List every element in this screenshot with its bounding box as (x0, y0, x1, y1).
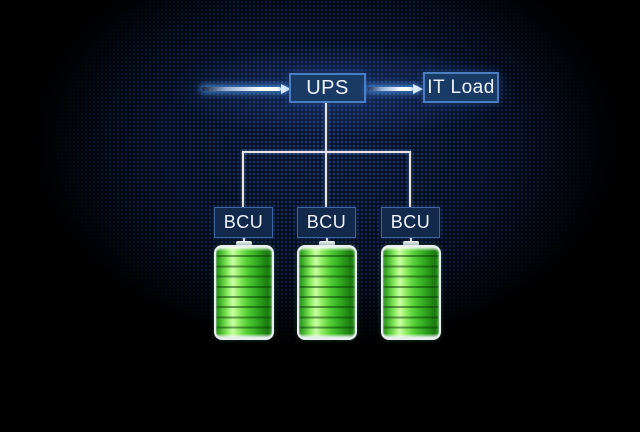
connector-bus-to-bcu-1 (242, 151, 244, 207)
battery-icon (297, 245, 357, 340)
connector-bcu-to-battery-2 (326, 237, 328, 243)
output-power-beam (368, 87, 413, 91)
battery-icon (381, 245, 441, 340)
connector-bus-to-bcu-3 (409, 151, 411, 207)
input-power-beam (202, 87, 281, 91)
bcu-label: BCU (390, 212, 431, 232)
ups-label: UPS (306, 76, 349, 99)
it-load-node: IT Load (423, 72, 499, 103)
arrowhead-icon (281, 84, 291, 94)
bcu-label: BCU (306, 212, 347, 232)
bcu-node-3: BCU (381, 207, 440, 238)
bcu-node-2: BCU (297, 207, 356, 238)
bcu-node-1: BCU (214, 207, 273, 238)
bcu-label: BCU (223, 212, 264, 232)
battery-terminal-icon (319, 241, 335, 246)
connector-ups-to-bus (325, 103, 327, 152)
connector-bus-to-bcu-2 (325, 151, 327, 207)
ups-node: UPS (289, 73, 366, 103)
battery-terminal-icon (403, 241, 419, 246)
battery-icon (214, 245, 274, 340)
battery-terminal-icon (236, 241, 252, 246)
connector-bcu-to-battery-3 (410, 237, 412, 243)
arrowhead-icon (413, 84, 423, 94)
connector-bcu-to-battery-1 (243, 237, 245, 243)
it-load-label: IT Load (427, 76, 495, 98)
